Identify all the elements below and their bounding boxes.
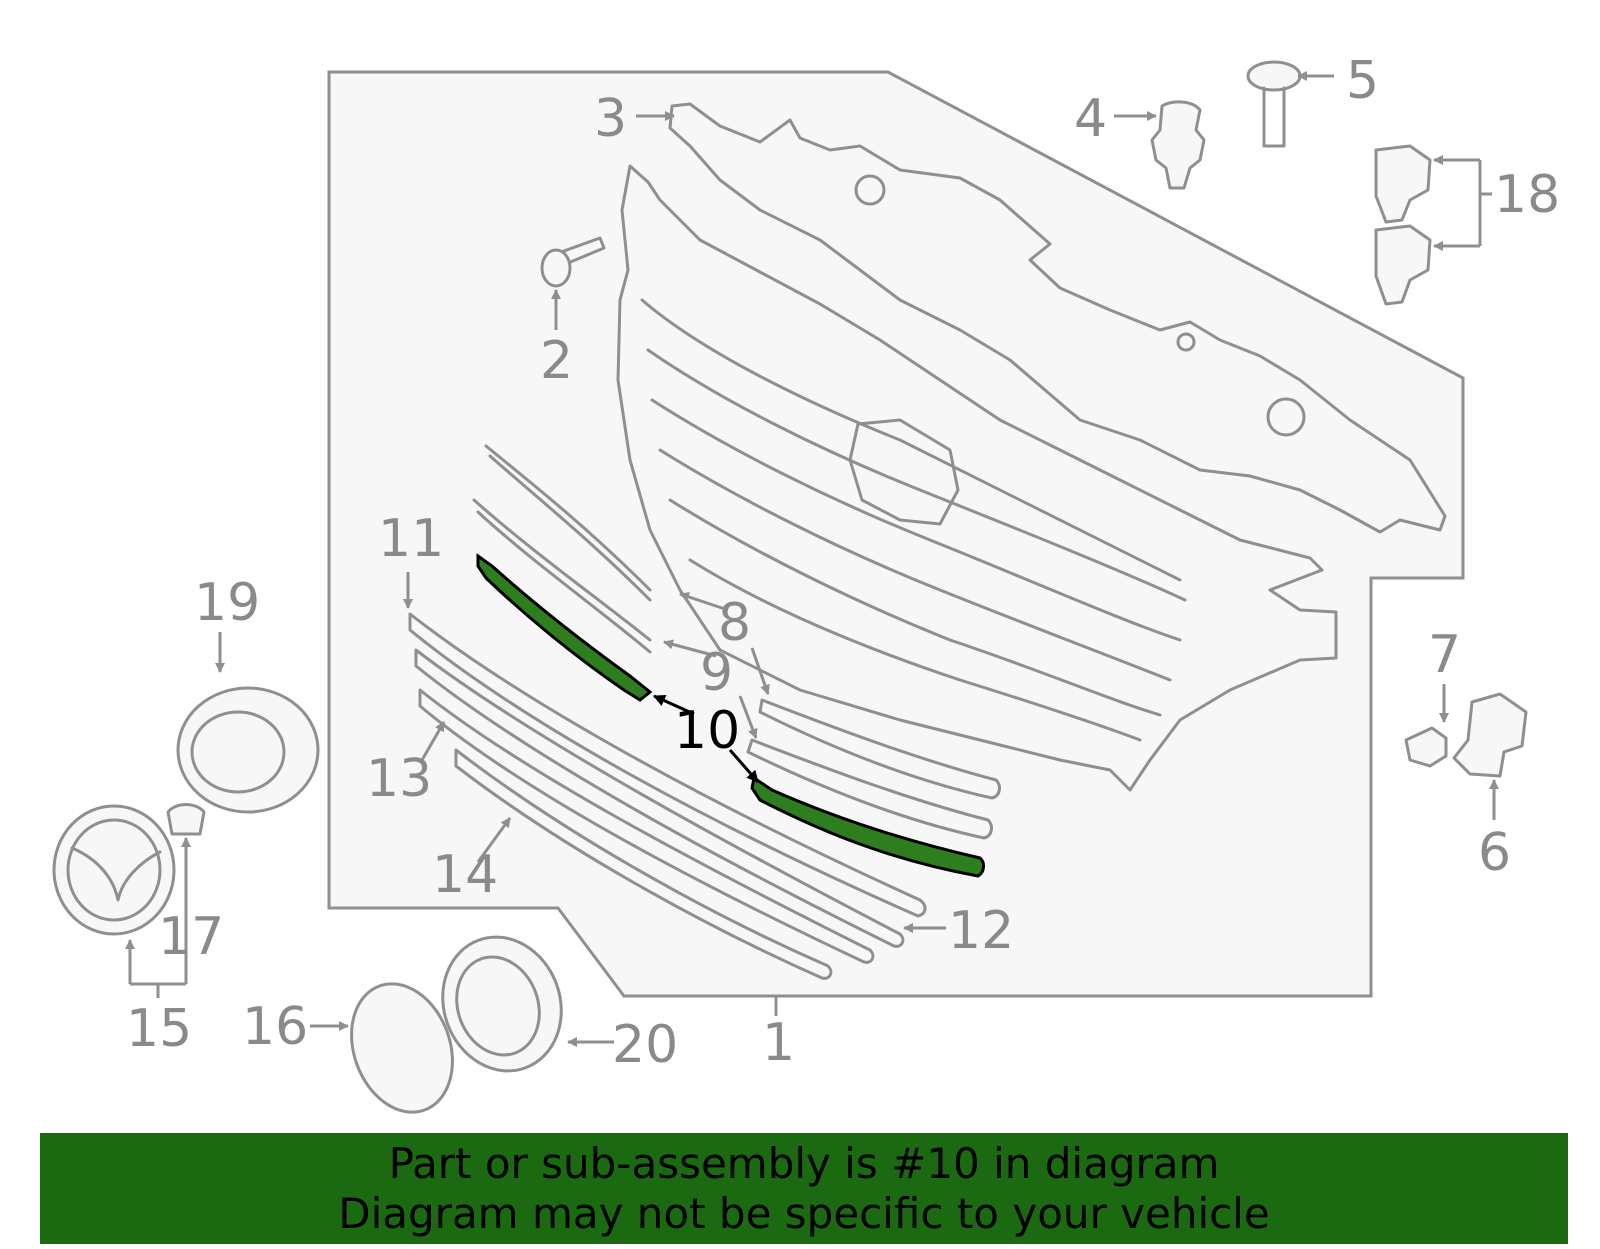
bracket-hole (854, 174, 886, 206)
part-15-emblem-inner (66, 818, 162, 922)
callout-2[interactable]: 2 (540, 331, 573, 391)
callout-8[interactable]: 8 (718, 593, 751, 653)
part-5-screw-shank (1262, 86, 1286, 148)
part-6-bracket[interactable] (1452, 692, 1528, 778)
part-15-emblem[interactable] (52, 804, 176, 936)
part-19-emblem-housing[interactable] (176, 686, 320, 814)
part-17-clip[interactable] (166, 803, 206, 836)
callout-7[interactable]: 7 (1428, 625, 1461, 685)
part-3-support-bracket[interactable] (668, 102, 1447, 534)
part-18-clip-upper[interactable] (1374, 144, 1432, 224)
part-9-lower-molding[interactable] (746, 738, 993, 840)
callout-4[interactable]: 4 (1074, 89, 1107, 149)
callout-9[interactable]: 9 (700, 643, 733, 703)
part-16-cover[interactable] (334, 970, 469, 1127)
leader-14 (476, 817, 512, 863)
callout-16[interactable]: 16 (242, 997, 308, 1057)
part-8-lower-molding[interactable] (758, 698, 1001, 800)
part-9-molding[interactable] (472, 498, 652, 654)
grille-slat (640, 298, 1182, 582)
callout-15[interactable]: 15 (126, 999, 192, 1059)
callout-1[interactable]: 1 (762, 1013, 795, 1073)
banner-line-part: Part or sub-assembly is #10 in diagram (388, 1139, 1220, 1188)
part-4-clip[interactable] (1150, 100, 1206, 190)
leader-13 (420, 721, 446, 761)
part-10-molding-highlighted-lower[interactable] (750, 775, 985, 878)
part-19-inner (190, 710, 286, 794)
callout-14[interactable]: 14 (432, 845, 498, 905)
part-20-ring-inner (455, 955, 541, 1057)
part-7-screw[interactable] (1404, 726, 1448, 768)
callout-19[interactable]: 19 (194, 573, 260, 633)
part-2-bolt-head (540, 248, 572, 288)
bracket-hole (1176, 332, 1196, 352)
grille-emblem-mount (848, 418, 960, 526)
callout-13[interactable]: 13 (366, 749, 432, 809)
leader-10-b (728, 749, 760, 783)
callout-20[interactable]: 20 (612, 1015, 678, 1075)
part-18-clip-lower[interactable] (1374, 224, 1432, 306)
callout-5[interactable]: 5 (1346, 51, 1379, 111)
grille-slat (668, 498, 1162, 717)
part-12-molding[interactable] (414, 648, 905, 948)
emblem-wing-mark (70, 846, 162, 902)
part-info-banner: Part or sub-assembly is #10 in diagram D… (40, 1133, 1568, 1244)
callout-11[interactable]: 11 (378, 509, 444, 569)
part-10-molding-highlighted[interactable] (476, 553, 653, 702)
callout-6[interactable]: 6 (1478, 823, 1511, 883)
part-13-molding[interactable] (418, 688, 875, 964)
leader-8-b (750, 647, 770, 695)
grille-slat (646, 348, 1187, 602)
bracket-hole (1266, 397, 1306, 437)
banner-line-disclaimer: Diagram may not be specific to your vehi… (338, 1189, 1270, 1238)
grille-slat (688, 558, 1142, 742)
part-8-molding[interactable] (484, 444, 652, 602)
callout-10[interactable]: 10 (674, 701, 740, 761)
part-14-molding[interactable] (454, 748, 833, 980)
grille-slat (658, 448, 1172, 682)
leader-9 (663, 639, 717, 658)
callout-3[interactable]: 3 (594, 89, 627, 149)
grille-slat (650, 398, 1182, 642)
part-11-molding[interactable] (408, 612, 927, 918)
callout-12[interactable]: 12 (948, 901, 1014, 961)
leader-9-b (738, 695, 758, 739)
callout-18[interactable]: 18 (1494, 165, 1560, 225)
leader-10-a (653, 694, 695, 716)
callout-17[interactable]: 17 (158, 907, 224, 967)
leader-8 (679, 592, 729, 612)
leader-18 (1440, 158, 1492, 248)
part-5-screw-head[interactable] (1246, 60, 1302, 92)
